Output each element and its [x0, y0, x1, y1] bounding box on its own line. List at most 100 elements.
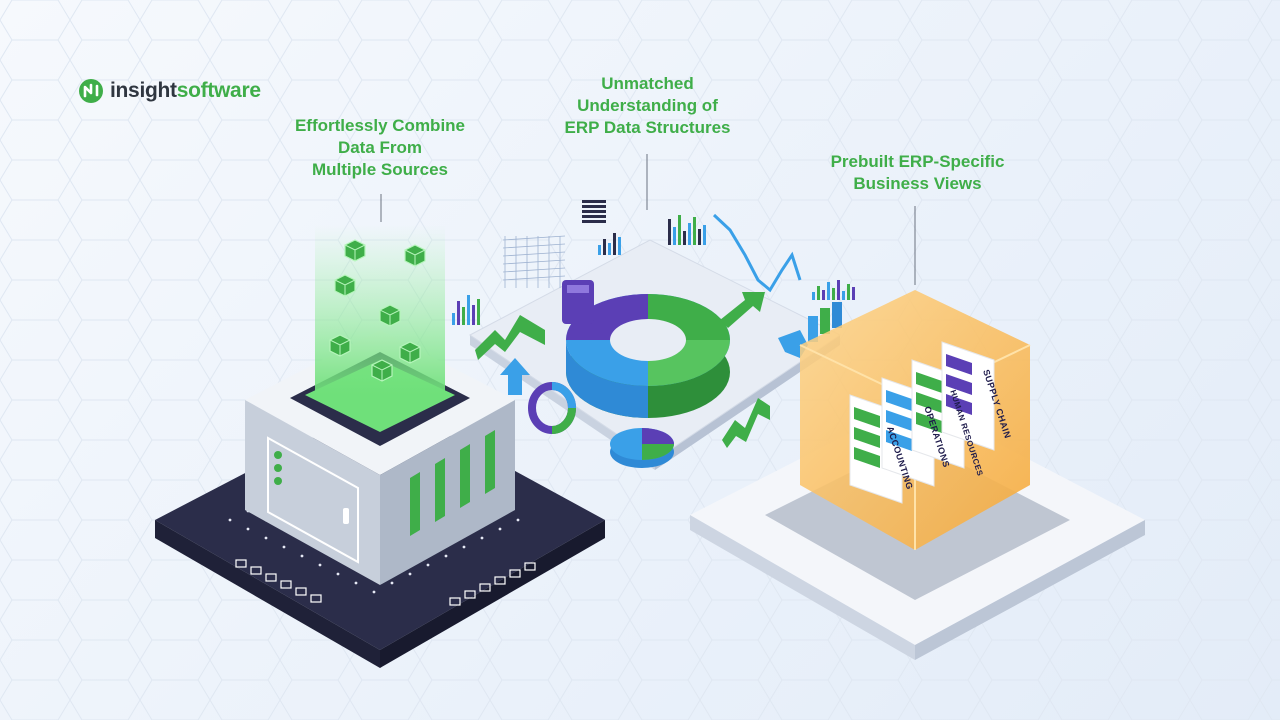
view-card	[941, 341, 995, 451]
data-cube	[329, 334, 351, 357]
chip-dot	[336, 572, 340, 576]
data-cubes	[329, 239, 426, 382]
chip-pad	[449, 597, 461, 606]
spreadsheet-grid	[502, 235, 566, 288]
logo-wordmark: insightsoftware	[110, 79, 261, 103]
headline-views: Prebuilt ERP-Specific Business Views	[830, 152, 1005, 193]
brand-logo[interactable]: insightsoftware	[78, 78, 261, 104]
bar-mark	[683, 231, 686, 245]
bar-mark	[832, 288, 835, 300]
chip-pad	[295, 587, 307, 596]
bar-mark	[693, 217, 696, 245]
logo-prefix: insight	[110, 79, 177, 102]
pie-chart-3d	[610, 428, 674, 468]
chip-pad	[250, 566, 262, 575]
bar-mark	[827, 282, 830, 300]
bar-mark	[613, 233, 616, 255]
card-row	[946, 374, 972, 395]
card-row	[916, 412, 942, 433]
bar-mark	[472, 305, 475, 325]
bar-mark	[817, 286, 820, 300]
headline-combine: Effortlessly Combine Data From Multiple …	[294, 116, 466, 179]
bar-blocks-3d	[808, 302, 842, 342]
bar-mark	[608, 243, 611, 255]
card-row	[886, 430, 912, 451]
floating-bar-charts	[452, 200, 855, 342]
bar-set-right	[812, 280, 855, 300]
card-row	[946, 354, 972, 375]
chip-dot	[228, 518, 232, 522]
chip-dot	[246, 527, 250, 531]
chip-pad	[509, 569, 521, 578]
chip-dot	[300, 554, 304, 558]
bar-mark	[467, 295, 470, 325]
chip-pad	[235, 559, 247, 568]
chip-dot	[372, 590, 376, 594]
view-cards	[849, 341, 995, 504]
chip-pad	[280, 580, 292, 589]
card-row	[916, 392, 942, 413]
bar-mark	[452, 313, 455, 325]
chip-dot	[354, 581, 358, 585]
stripe-mark	[582, 220, 606, 223]
chip-pad	[479, 583, 491, 592]
block-mark	[808, 316, 818, 342]
bar-mark	[822, 290, 825, 300]
stripe-mark	[582, 210, 606, 213]
chip-dot	[498, 527, 502, 531]
bar-set-left	[452, 295, 480, 325]
chip-pad	[265, 573, 277, 582]
chip-pad	[494, 576, 506, 585]
data-cube	[399, 341, 421, 364]
data-cube	[344, 239, 366, 262]
chip-dot	[282, 545, 286, 549]
bar-mark	[678, 215, 681, 245]
chip-dot	[444, 554, 448, 558]
card-row	[886, 410, 912, 431]
card-row	[916, 372, 942, 393]
bar-mark	[698, 229, 701, 245]
stripe-mark	[582, 205, 606, 208]
ring-chart-small	[528, 382, 576, 434]
stripe-mark	[582, 200, 606, 203]
chip-dot	[426, 563, 430, 567]
bar-mark	[462, 307, 465, 325]
bar-mark	[598, 245, 601, 255]
bar-set-top	[598, 233, 621, 255]
bar-mark	[668, 219, 671, 245]
data-cube	[371, 359, 393, 382]
chip-dot	[390, 581, 394, 585]
chip-dot	[516, 518, 520, 522]
card-row	[886, 390, 912, 411]
bar-mark	[618, 237, 621, 255]
chip-pad	[310, 594, 322, 603]
stripe-icon	[582, 200, 606, 223]
chip-dot	[264, 536, 268, 540]
bar-mark	[812, 292, 815, 300]
bar-mark	[688, 223, 691, 245]
stripe-mark	[582, 215, 606, 218]
card-row	[854, 407, 880, 428]
chip-pad	[524, 562, 536, 571]
data-cube	[379, 304, 401, 327]
chip-dot	[318, 563, 322, 567]
bar-mark	[842, 291, 845, 300]
bar-set-mid	[668, 215, 706, 245]
card-row	[854, 427, 880, 448]
insightsoftware-logo-icon	[79, 79, 103, 103]
headline-understanding: Unmatched Understanding of ERP Data Stru…	[564, 74, 731, 137]
bar-mark	[477, 299, 480, 325]
block-mark	[820, 308, 830, 334]
donut-chart-3d	[566, 294, 730, 418]
bar-mark	[837, 280, 840, 300]
bar-mark	[457, 301, 460, 325]
bar-mark	[603, 239, 606, 255]
bar-mark	[852, 287, 855, 300]
chip-dot	[480, 536, 484, 540]
bar-mark	[847, 284, 850, 300]
logo-suffix: software	[176, 79, 261, 102]
data-cube	[404, 244, 426, 267]
data-cube	[334, 274, 356, 297]
block-mark	[832, 302, 842, 328]
